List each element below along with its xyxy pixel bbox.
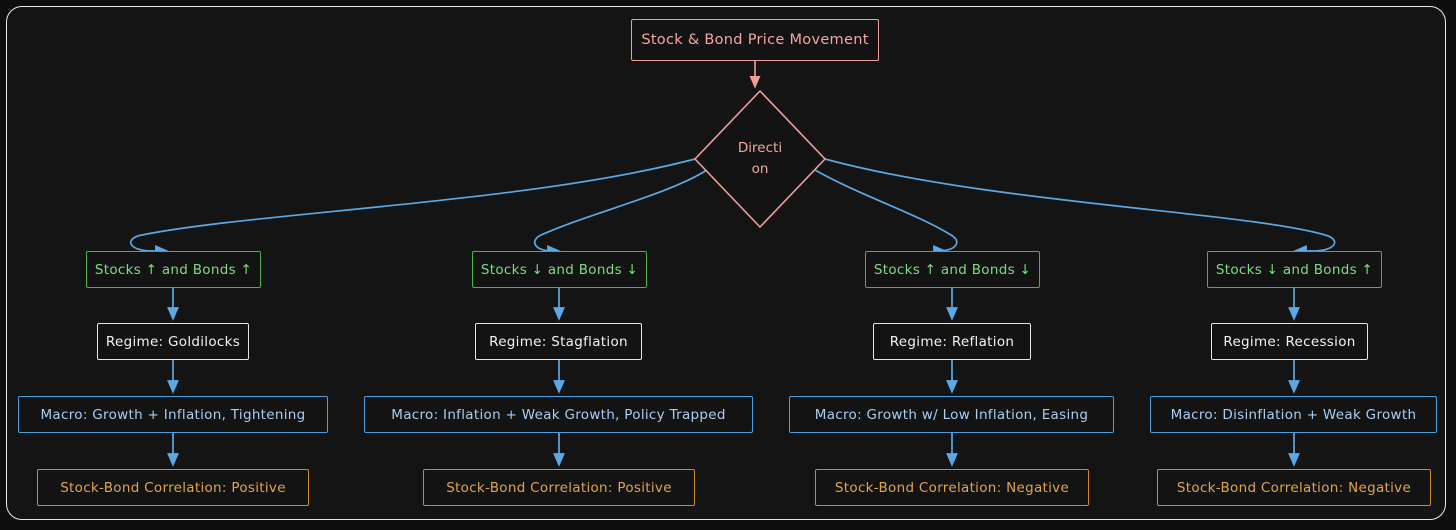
node-decision-direction[interactable]: Directi on — [695, 91, 825, 227]
node-regime-branch-3[interactable]: Regime: Reflation — [873, 323, 1031, 360]
node-condition-branch-1-label: Stocks ↑ and Bonds ↑ — [94, 261, 253, 278]
edge-decision-to-branch-4 — [824, 158, 1336, 257]
node-macro-branch-4[interactable]: Macro: Disinflation + Weak Growth — [1150, 396, 1437, 433]
node-correlation-branch-4-label: Stock-Bond Correlation: Negative — [1176, 479, 1412, 496]
node-condition-branch-2-label: Stocks ↓ and Bonds ↓ — [480, 261, 639, 278]
node-correlation-branch-4[interactable]: Stock-Bond Correlation: Negative — [1157, 469, 1431, 506]
node-macro-branch-3[interactable]: Macro: Growth w/ Low Inflation, Easing — [789, 396, 1114, 433]
node-regime-branch-1[interactable]: Regime: Goldilocks — [97, 323, 249, 360]
edge-decision-to-branch-1 — [130, 158, 696, 257]
decision-label-group: Directi on — [695, 91, 825, 227]
node-condition-branch-3[interactable]: Stocks ↑ and Bonds ↓ — [865, 251, 1040, 288]
node-condition-branch-4[interactable]: Stocks ↓ and Bonds ↑ — [1207, 251, 1382, 288]
node-correlation-branch-3-label: Stock-Bond Correlation: Negative — [834, 479, 1070, 496]
node-correlation-branch-2-label: Stock-Bond Correlation: Positive — [446, 479, 672, 496]
node-root-stock-bond-price-movement[interactable]: Stock & Bond Price Movement — [631, 19, 879, 61]
diagram-edges-layer — [130, 61, 1336, 467]
node-condition-branch-2[interactable]: Stocks ↓ and Bonds ↓ — [472, 251, 647, 288]
diagram-canvas: Stock & Bond Price Movement Directi on S… — [6, 6, 1446, 520]
node-root-label: Stock & Bond Price Movement — [641, 32, 869, 48]
node-macro-branch-1-label: Macro: Growth + Inflation, Tightening — [40, 406, 306, 423]
node-regime-branch-2-label: Regime: Stagflation — [489, 333, 628, 350]
node-correlation-branch-1[interactable]: Stock-Bond Correlation: Positive — [37, 469, 309, 506]
node-regime-branch-3-label: Regime: Reflation — [889, 333, 1015, 350]
node-regime-branch-4[interactable]: Regime: Recession — [1211, 323, 1368, 360]
node-macro-branch-1[interactable]: Macro: Growth + Inflation, Tightening — [18, 396, 328, 433]
node-macro-branch-2-label: Macro: Inflation + Weak Growth, Policy T… — [391, 406, 726, 423]
edge-decision-to-branch-2 — [533, 169, 708, 257]
node-condition-branch-1[interactable]: Stocks ↑ and Bonds ↑ — [86, 251, 261, 288]
node-correlation-branch-1-label: Stock-Bond Correlation: Positive — [60, 479, 286, 496]
decision-label-line-1: Directi — [737, 140, 783, 157]
node-regime-branch-4-label: Regime: Recession — [1223, 333, 1356, 350]
node-condition-branch-3-label: Stocks ↑ and Bonds ↓ — [873, 261, 1032, 278]
node-macro-branch-4-label: Macro: Disinflation + Weak Growth — [1170, 406, 1417, 423]
node-regime-branch-1-label: Regime: Goldilocks — [105, 333, 241, 350]
edge-decision-to-branch-3 — [814, 169, 958, 257]
node-regime-branch-2[interactable]: Regime: Stagflation — [475, 323, 642, 360]
node-correlation-branch-3[interactable]: Stock-Bond Correlation: Negative — [815, 469, 1089, 506]
decision-diamond-shape[interactable] — [693, 89, 827, 229]
node-macro-branch-2[interactable]: Macro: Inflation + Weak Growth, Policy T… — [364, 396, 753, 433]
decision-label-line-2: on — [751, 161, 769, 177]
node-macro-branch-3-label: Macro: Growth w/ Low Inflation, Easing — [814, 406, 1089, 423]
node-condition-branch-4-label: Stocks ↓ and Bonds ↑ — [1215, 261, 1374, 278]
node-correlation-branch-2[interactable]: Stock-Bond Correlation: Positive — [423, 469, 695, 506]
